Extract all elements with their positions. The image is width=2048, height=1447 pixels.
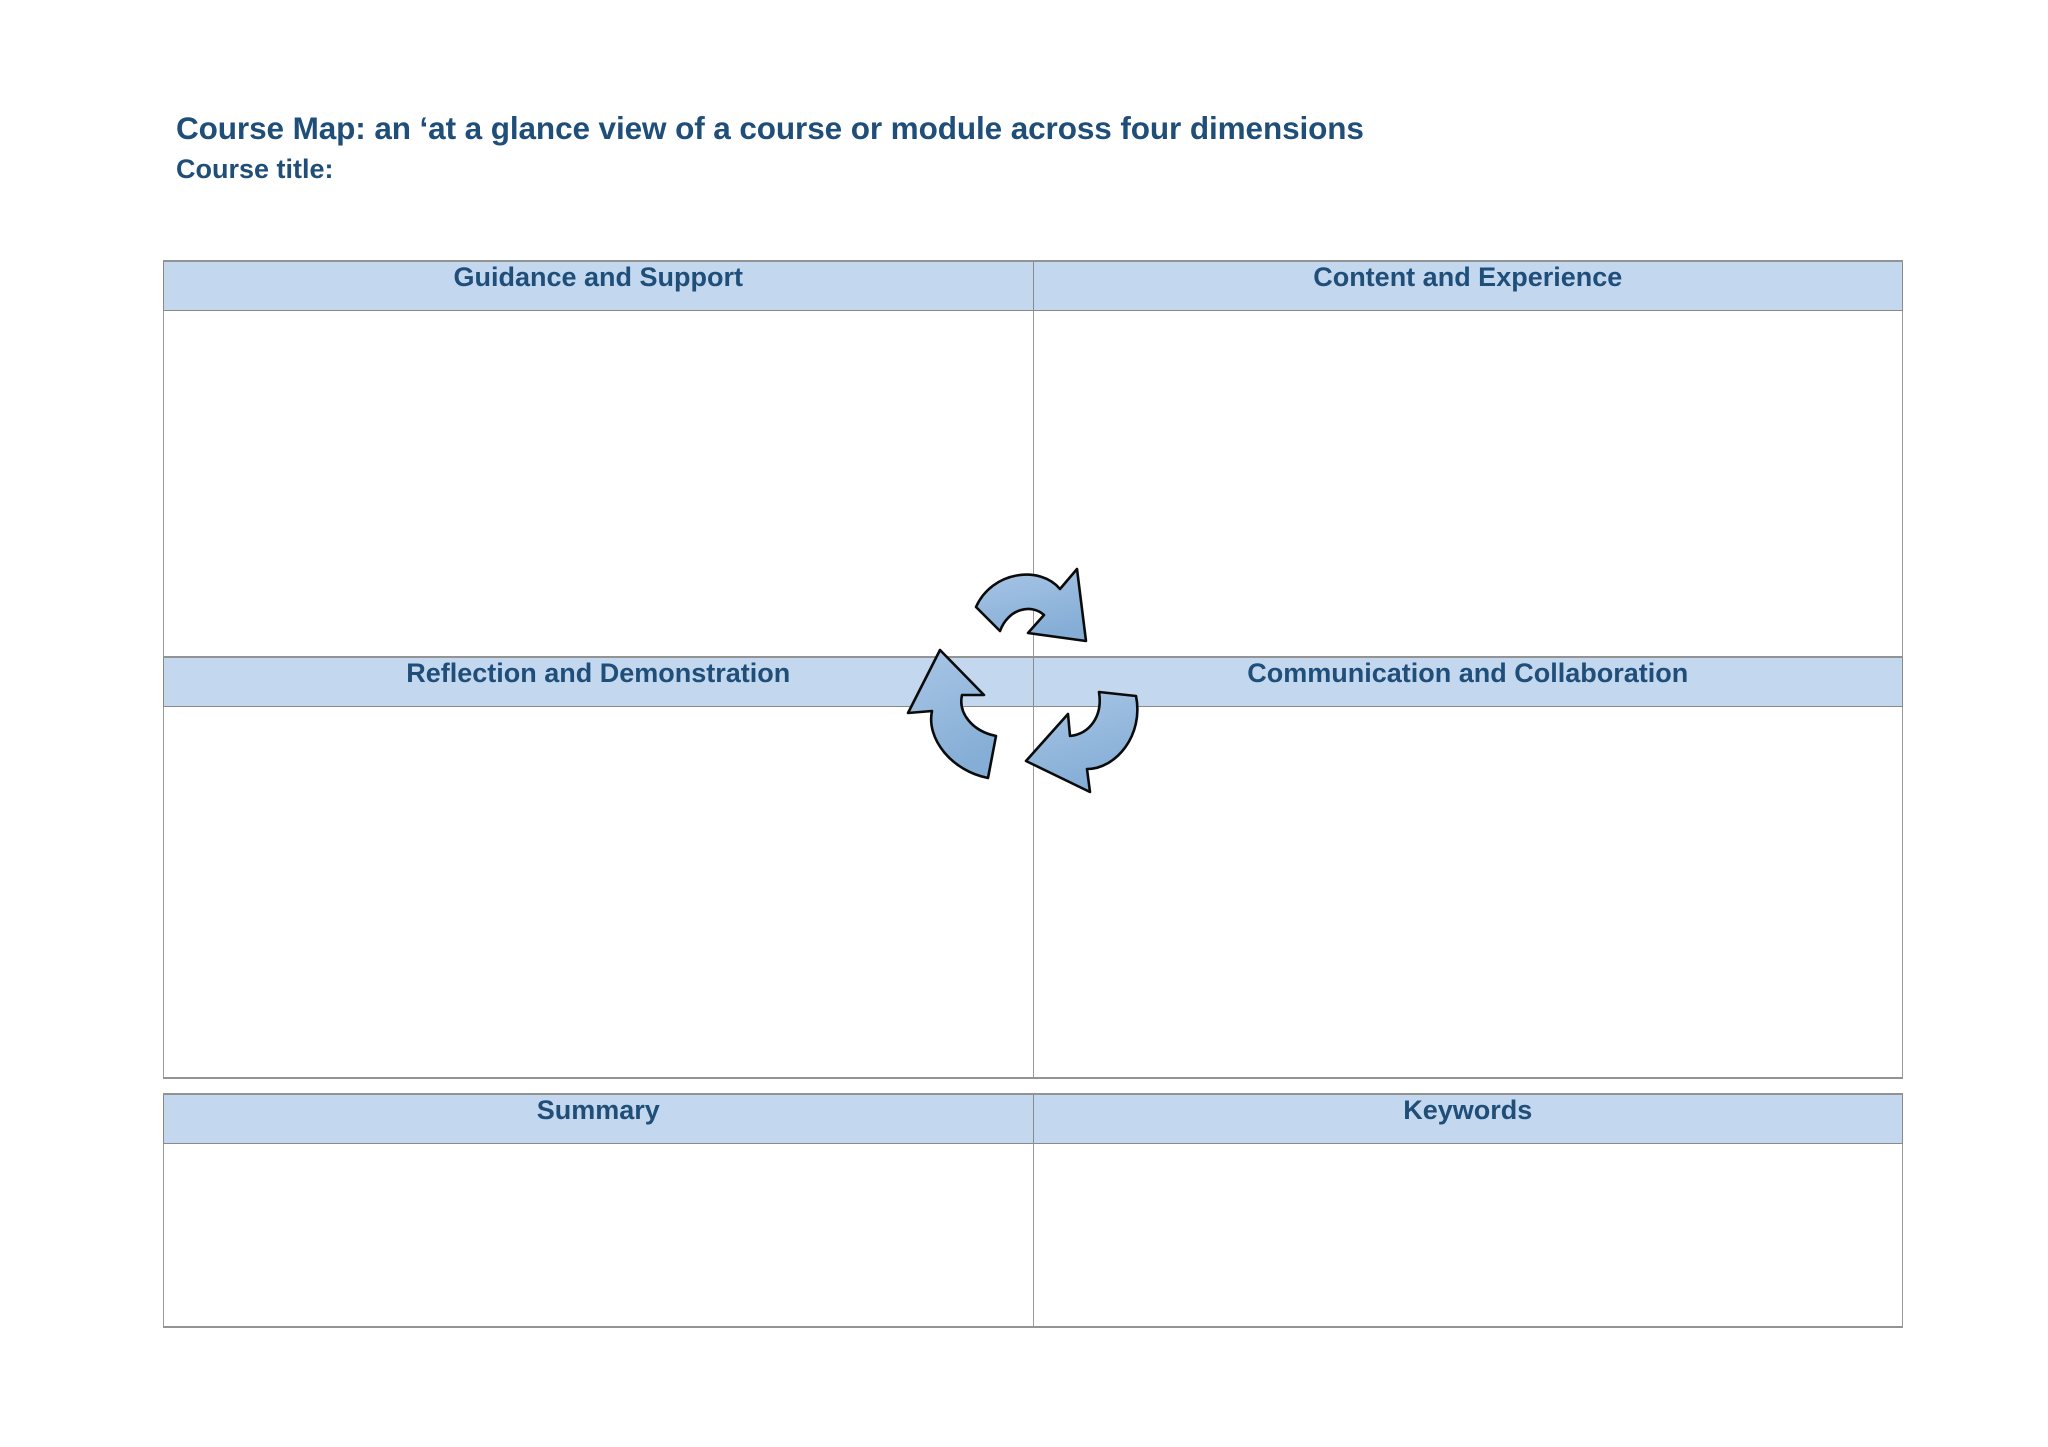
summary-body[interactable] <box>163 1143 1034 1328</box>
quadrant-body-communication-and-collaboration[interactable] <box>1032 706 1903 1079</box>
summary-header: Summary <box>163 1093 1034 1144</box>
page-title: Course Map: an ‘at a glance view of a co… <box>176 110 1364 146</box>
title-block: Course Map: an ‘at a glance view of a co… <box>176 108 1876 187</box>
quadrant-header-guidance-and-support: Guidance and Support <box>163 260 1034 311</box>
keywords-header: Keywords <box>1032 1093 1903 1144</box>
quadrant-header-communication-and-collaboration: Communication and Collaboration <box>1032 656 1903 707</box>
table-row: Reflection and Demonstration Communicati… <box>163 656 1903 707</box>
quadrant-header-content-and-experience: Content and Experience <box>1032 260 1903 311</box>
table-row <box>163 310 1903 658</box>
course-title-label: Course title: <box>176 154 334 185</box>
quadrant-body-guidance-and-support[interactable] <box>163 310 1034 658</box>
quadrant-body-content-and-experience[interactable] <box>1032 310 1903 658</box>
table-row: Summary Keywords <box>163 1093 1903 1144</box>
course-map-quadrant-table: Guidance and Support Content and Experie… <box>163 260 1903 1079</box>
table-row: Guidance and Support Content and Experie… <box>163 260 1903 311</box>
summary-keywords-table: Summary Keywords <box>163 1093 1903 1328</box>
keywords-body[interactable] <box>1032 1143 1903 1328</box>
table-row <box>163 706 1903 1079</box>
table-row <box>163 1143 1903 1328</box>
quadrant-header-reflection-and-demonstration: Reflection and Demonstration <box>163 656 1034 707</box>
quadrant-body-reflection-and-demonstration[interactable] <box>163 706 1034 1079</box>
